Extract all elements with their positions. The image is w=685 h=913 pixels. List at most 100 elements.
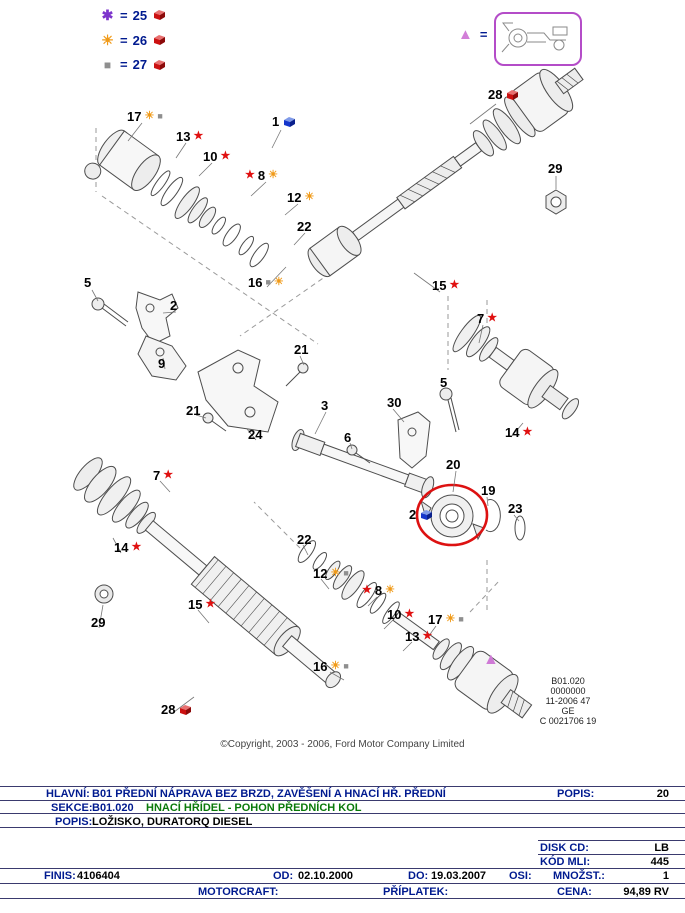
sun-symbol: ☀ [101,32,114,48]
sun-mark: ☀ [268,169,278,181]
callout-21: 21 [294,343,308,356]
callout-2: 2 [170,299,177,312]
callout-29: 29 [548,162,562,175]
kod-mli-value: 445 [650,856,669,868]
divider [538,854,685,855]
part-number[interactable]: 6 [344,430,352,445]
star-mark: ★ [193,130,204,142]
legend: ✱ = 25 ☀ = 26 ■ = 27 [100,8,166,71]
legend-value: 26 [132,32,148,48]
triangle-icon: ▲ [458,26,473,43]
blue-flag-icon [284,116,296,127]
part-number[interactable]: 15 [432,278,447,293]
part-number[interactable]: 16 [248,275,263,290]
part-number[interactable]: 15 [188,597,203,612]
drawing-stamp: B01.020 0000000 11-2006 47 GE C 0021706 … [510,676,626,726]
triangle-mark: ▲ [483,651,499,668]
sekce-code[interactable]: B01.020 [92,802,134,814]
square-mark: ■ [265,277,271,287]
part-number[interactable]: 29 [548,161,563,176]
part-number[interactable]: 7 [153,468,161,483]
callout-12: 12 ☀ [287,191,314,204]
part-number[interactable]: 22 [297,532,312,547]
legend-item-25: ✱ = 25 [100,8,166,22]
legend-value: 27 [132,57,148,72]
part-number[interactable]: 23 [508,501,523,516]
equals-sign: = [120,32,128,48]
square-mark: ■ [343,568,349,578]
part-number[interactable]: 14 [505,425,520,440]
part-number[interactable]: 28 [488,87,503,102]
part-number[interactable]: 16 [313,659,328,674]
sun-mark: ☀ [445,613,456,625]
callout-29: 29 [91,616,105,629]
sun-mark: ☀ [304,191,315,203]
callout-7: 7 ★ [477,312,497,325]
legend-value: 25 [132,7,148,23]
callout-5: 5 [84,276,91,289]
stamp-line: B01.020 [551,676,585,686]
part-number[interactable]: 21 [186,403,201,418]
part-number[interactable]: 2 [170,298,178,313]
part-number[interactable]: 7 [477,311,485,326]
part-number[interactable]: 29 [91,615,106,630]
od-value: 02.10.2000 [298,870,354,882]
equivalent-part-box [494,12,582,66]
part-number[interactable]: 10 [387,607,402,622]
part-number[interactable]: 2 [409,507,417,522]
callout-13: 13 ★ [405,630,432,643]
part-number[interactable]: 13 [176,129,191,144]
center-bearing [420,494,485,541]
red-flag-icon [154,35,166,45]
disk-cd-label: DISK CD: [540,842,589,854]
mnozst-label: MNOŽST.: [553,870,605,882]
upper-parts-chain [84,129,269,268]
part-number[interactable]: 30 [387,395,402,410]
cena-label: CENA: [557,886,592,898]
stamp-line: 0000000 [550,686,586,696]
part-number[interactable]: 17 [127,109,142,124]
square-mark: ■ [157,111,163,121]
part-number[interactable]: 22 [297,219,312,234]
callout-14: 14 ★ [505,426,532,439]
part-number[interactable]: 28 [161,702,176,717]
callout-15: 15 ★ [188,598,215,611]
popis2-label: POPIS: [55,816,93,828]
star-mark: ★ [422,630,433,642]
callout-8: ★ 8 ☀ [362,584,395,597]
divider [538,840,685,841]
part-number[interactable]: 17 [428,612,443,627]
callout-16: 16 ☀ ■ [313,660,349,673]
copyright-notice: ©Copyright, 2003 - 2006, Ford Motor Comp… [220,739,465,750]
equivalent-part-schematic [501,22,568,53]
part-number[interactable]: 8 [257,168,266,183]
callout-1: 1 [272,115,296,128]
left-brackets [91,291,309,433]
part-number[interactable]: 3 [321,398,329,413]
part-number[interactable]: 14 [114,540,129,555]
part-number[interactable]: 21 [294,342,309,357]
callout-20: 20 [446,458,460,471]
part-number[interactable]: 12 [313,566,328,581]
lower-parts-chain [297,540,533,719]
part-number[interactable]: 20 [446,457,461,472]
star-mark: ★ [220,150,231,162]
part-number[interactable]: 10 [203,149,218,164]
part-number[interactable]: 5 [84,275,92,290]
part-number[interactable]: 9 [158,356,166,371]
divider [0,868,685,869]
part-number[interactable]: 5 [440,375,448,390]
support-bracket [397,411,431,469]
callout-28: 28 [161,703,192,716]
popis2-value: LOŽISKO, DURATORQ DIESEL [92,816,253,828]
star-mark: ★ [163,469,174,481]
bottom-drive-shaft [73,457,342,689]
part-number[interactable]: 19 [481,483,496,498]
part-number[interactable]: 8 [374,583,383,598]
stamp-line: GE [561,706,575,716]
part-number[interactable]: 1 [272,114,280,129]
part-number[interactable]: 24 [248,427,263,442]
part-number[interactable]: 13 [405,629,420,644]
red-flag-icon [154,59,166,70]
part-number[interactable]: 12 [287,190,302,205]
